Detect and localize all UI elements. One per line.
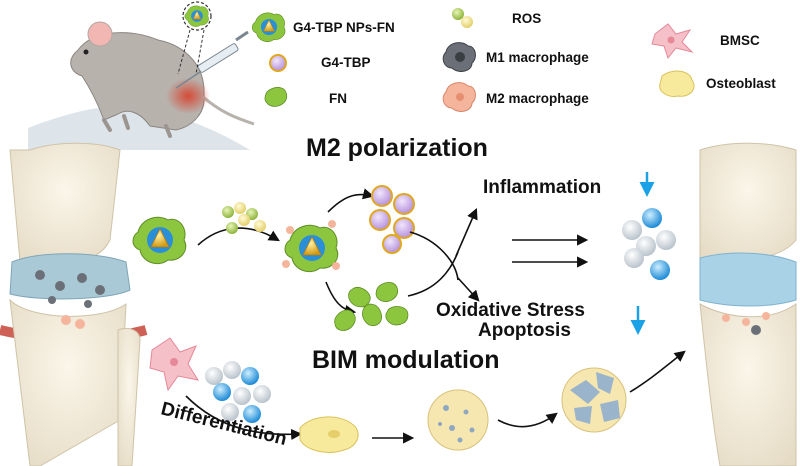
arrow-to-osteoblast (185, 395, 303, 441)
arrow-to-ros-reaction (197, 227, 280, 246)
legend-item-fn: FN (261, 83, 347, 111)
g4-tbp-icon (269, 54, 287, 72)
arrow-release-g4-tbp (327, 188, 375, 213)
legend-item-m2: M2 macrophage (442, 82, 589, 112)
merge-curve-bottom (407, 251, 459, 297)
legend-item-osteoblast: Osteoblast (659, 70, 776, 97)
syringe-icon (175, 30, 249, 89)
legend-g4-tbp-label: G4-TBP (321, 55, 371, 70)
mineralization-disc-early (427, 389, 489, 451)
bim-modulation-title: BIM modulation (312, 346, 499, 374)
inflamed-joint-glow (166, 78, 210, 114)
legend-m1-label: M1 macrophage (486, 50, 589, 65)
legend-item-m1: M1 macrophage (442, 42, 589, 72)
np-fn-start-particle (132, 216, 187, 265)
arrow-to-healthy-knee (629, 350, 686, 393)
arrow-to-mineralization-late (497, 412, 558, 428)
legend-np-fn-label: G4-TBP NPs-FN (293, 20, 395, 35)
particle-cluster-bim (205, 361, 271, 423)
legend-item-g4-tbp: G4-TBP (269, 54, 371, 72)
legend-item-bmsc: BMSC (651, 23, 760, 60)
g4-tbp-cluster (369, 185, 415, 254)
nanoparticle-fn-icon (251, 12, 286, 42)
double-arrow (512, 234, 589, 268)
legend-osteoblast-label: Osteoblast (706, 76, 776, 91)
mineralization-disc-late (561, 367, 627, 433)
legend-ros-label: ROS (512, 11, 541, 26)
legend-fn-label: FN (329, 91, 347, 106)
merge-curve-top (409, 231, 459, 281)
inflammation-label: Inflammation (483, 177, 601, 198)
arrow-to-inflammation (455, 207, 478, 257)
ros-icon (452, 8, 464, 20)
legend-bmsc-label: BMSC (720, 33, 760, 48)
fn-icon (261, 83, 291, 111)
knee-joint-inflamed-icon (0, 142, 148, 466)
mouse-injection-illustration (28, 1, 255, 150)
legend-m2-label: M2 macrophage (486, 91, 589, 106)
ros-cluster (222, 202, 266, 234)
osteoblast-cell (299, 416, 359, 453)
oxidative-stress-label: Oxidative Stress (436, 300, 585, 321)
apoptosis-label: Apoptosis (478, 320, 571, 341)
bmsc-cell (149, 337, 200, 392)
legend: G4-TBP NPs-FN G4-TBP FN ROS M1 macrophag… (251, 8, 776, 112)
osteoblast-icon (659, 70, 695, 97)
legend-item-ros: ROS (452, 8, 541, 28)
m2-polarization-title: M2 polarization (306, 134, 488, 162)
arrow-to-oxidative-stress (457, 277, 480, 302)
legend-item-np-fn: G4-TBP NPs-FN (251, 12, 395, 42)
mixed-particle-cluster (622, 208, 676, 280)
np-reacting-cluster (282, 220, 340, 273)
knee-joint-healthy-icon (699, 142, 797, 466)
